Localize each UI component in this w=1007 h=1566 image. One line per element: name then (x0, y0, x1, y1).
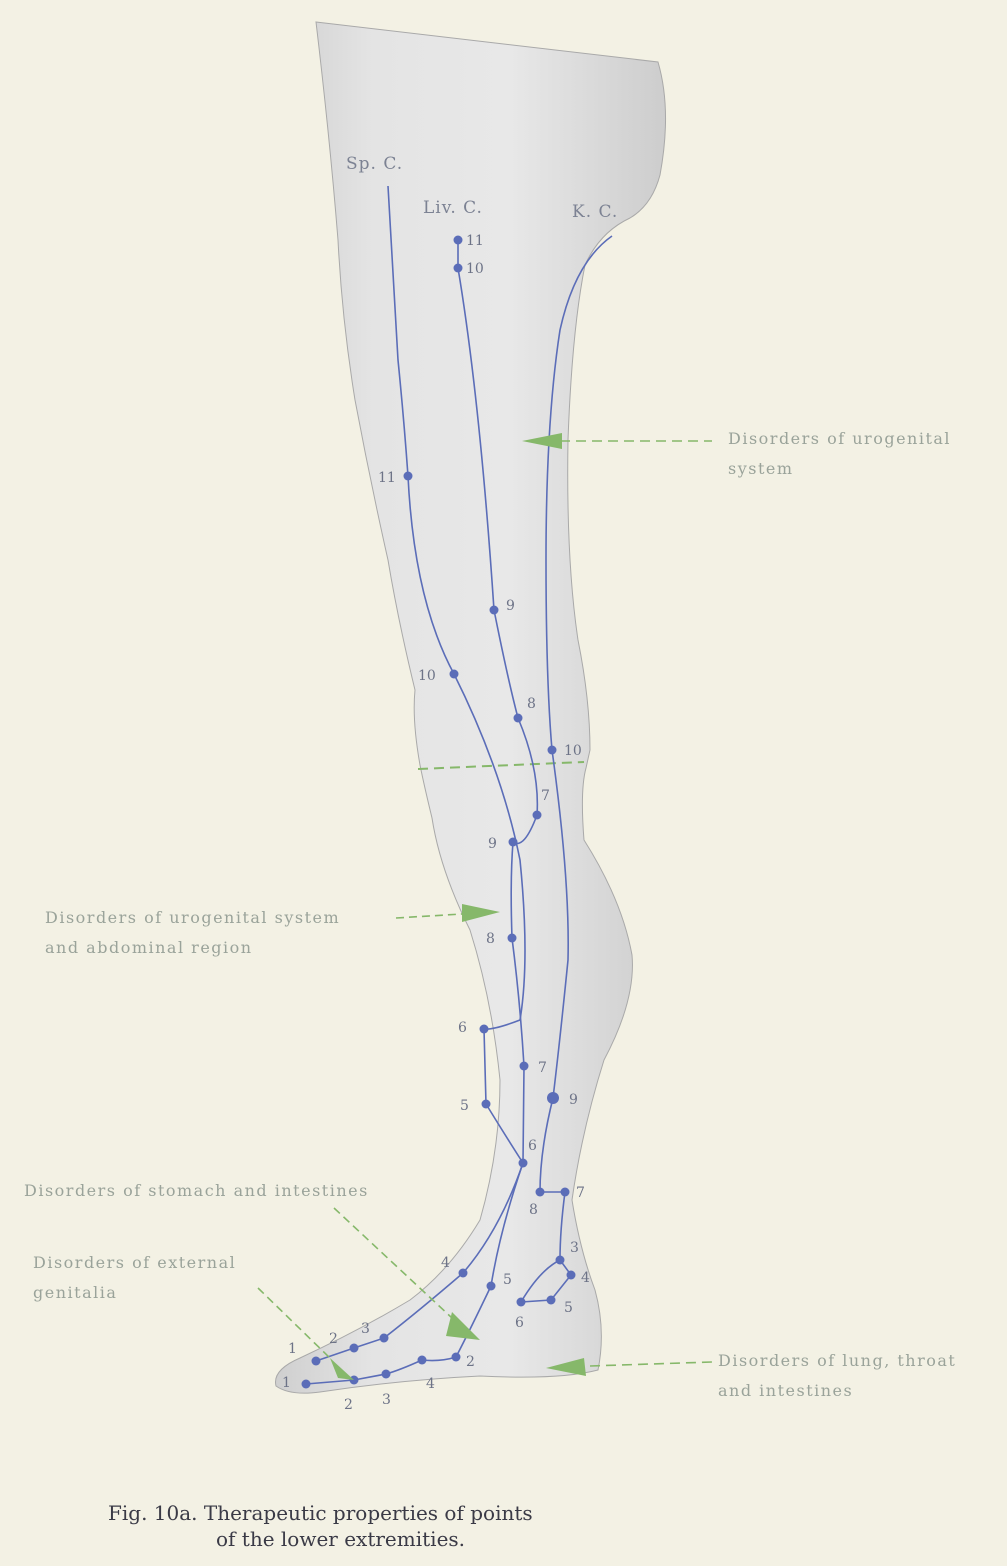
k3-label: 3 (570, 1240, 579, 1256)
liv3-point (382, 1370, 391, 1379)
lung-throat-line-1: Disorders of lung, throat (718, 1346, 956, 1376)
liv1-label: 1 (282, 1375, 291, 1391)
figure-caption: Fig. 10a. Therapeutic properties of poin… (108, 1500, 533, 1552)
liv11-label: 11 (466, 233, 484, 249)
sp3-point (380, 1334, 389, 1343)
k4-point (567, 1271, 576, 1280)
sp10-label: 10 (418, 668, 436, 684)
sp9-point (509, 838, 518, 847)
urogenital-line-2: system (728, 454, 951, 484)
sp9-label: 9 (488, 836, 497, 852)
liv8-label: 8 (527, 696, 536, 712)
k5-label: 5 (564, 1300, 573, 1316)
liv5-point (482, 1100, 491, 1109)
k10-label: 10 (564, 743, 582, 759)
liv3-label: 3 (382, 1392, 391, 1408)
liv6-label: 6 (458, 1020, 467, 1036)
sp10-point (450, 670, 459, 679)
k4-label: 4 (581, 1270, 590, 1286)
sp2-label: 2 (329, 1331, 338, 1347)
k2-point (452, 1353, 461, 1362)
lung-throat-annotation: Disorders of lung, throat and intestines (718, 1346, 956, 1406)
k5-point (547, 1296, 556, 1305)
sp8-label: 8 (486, 931, 495, 947)
liv5-label: 5 (460, 1098, 469, 1114)
urogenital-abdominal-line-2: and abdominal region (45, 933, 340, 963)
sp6-point (519, 1159, 528, 1168)
liv11-point (454, 236, 463, 245)
k7-point (561, 1188, 570, 1197)
sp7-point (520, 1062, 529, 1071)
urogenital-abdominal-line-1: Disorders of urogenital system (45, 903, 340, 933)
k2-label: 2 (466, 1354, 475, 1370)
caption-line-1: Fig. 10a. Therapeutic properties of poin… (108, 1500, 533, 1526)
liv6-point (480, 1025, 489, 1034)
abdominal-leader-line (396, 914, 462, 918)
k9-point (547, 1092, 559, 1104)
sp4-label: 4 (426, 1376, 435, 1392)
stomach-leader-line (334, 1208, 452, 1318)
sp4-point (418, 1356, 427, 1365)
k10-point (548, 746, 557, 755)
urogenital-abdominal-annotation: Disorders of urogenital system and abdom… (45, 903, 340, 963)
sp7-label: 7 (538, 1060, 547, 1076)
external-genitalia-annotation: Disorders of external genitalia (33, 1248, 236, 1308)
lung-throat-line-2: and intestines (718, 1376, 956, 1406)
external-genitalia-line-1: Disorders of external (33, 1248, 236, 1278)
liv4-label: 4 (441, 1255, 450, 1271)
external-genitalia-line-2: genitalia (33, 1278, 236, 1308)
sp5-label: 5 (503, 1272, 512, 1288)
spleen-meridian-label: Sp. C. (346, 154, 403, 174)
urogenital-line-1: Disorders of urogenital (728, 424, 951, 454)
lung-leader-line (590, 1362, 712, 1366)
sp11-point (404, 472, 413, 481)
k6-label: 6 (515, 1315, 524, 1331)
k3-point (556, 1256, 565, 1265)
sp11-label: 11 (378, 470, 396, 486)
liv4-point (459, 1269, 468, 1278)
liv1-point (302, 1380, 311, 1389)
liv2-label: 2 (344, 1397, 353, 1413)
liv10-label: 10 (466, 261, 484, 277)
sp1-point (312, 1357, 321, 1366)
liver-meridian-label: Liv. C. (423, 198, 483, 218)
kidney-meridian-label: K. C. (572, 202, 618, 222)
liv10-point (454, 264, 463, 273)
liv7-point (533, 811, 542, 820)
sp8-point (508, 934, 517, 943)
sp3-label: 3 (361, 1321, 370, 1337)
k7-label: 7 (576, 1185, 585, 1201)
sp5-point (487, 1282, 496, 1291)
k8-point (536, 1188, 545, 1197)
liv9-point (490, 606, 499, 615)
k9-label: 9 (569, 1092, 578, 1108)
urogenital-annotation: Disorders of urogenital system (728, 424, 951, 484)
liv7-label: 7 (541, 788, 550, 804)
caption-line-2: of the lower extremities. (108, 1526, 533, 1552)
k8-label: 8 (529, 1202, 538, 1218)
sp6-label: 6 (528, 1138, 537, 1154)
liv8-point (514, 714, 523, 723)
sp1-label: 1 (288, 1341, 297, 1357)
k6-point (517, 1298, 526, 1307)
liv9-label: 9 (506, 598, 515, 614)
stomach-intestines-annotation: Disorders of stomach and intestines (24, 1176, 369, 1206)
sp2-point (350, 1344, 359, 1353)
